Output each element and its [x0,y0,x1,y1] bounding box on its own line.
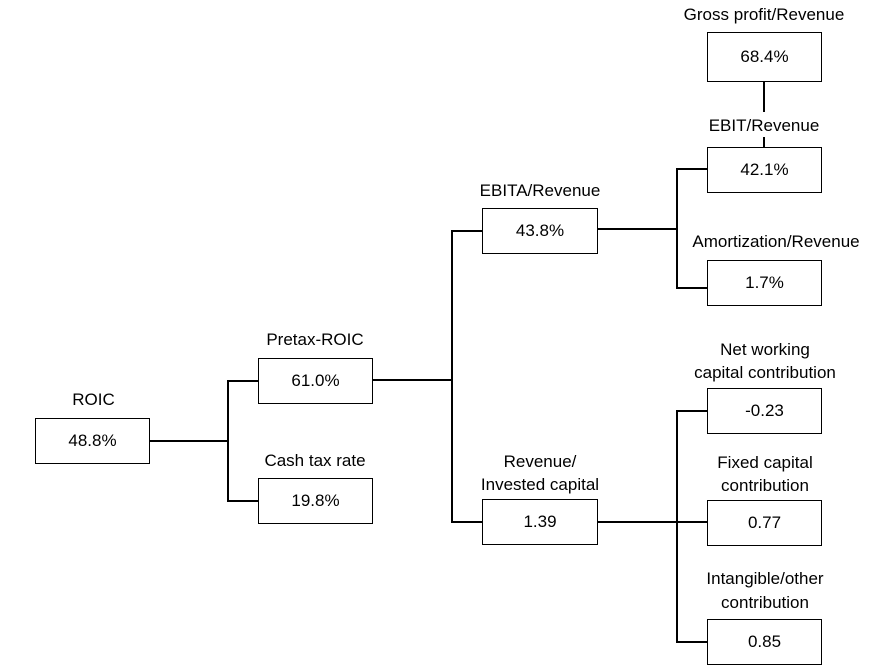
ebita-revenue-label: EBITA/Revenue [479,181,601,200]
ebit-revenue-label: EBIT/Revenue [708,116,820,135]
cash-tax-rate-box: 19.8% [258,478,373,524]
revenue-invested-capital-label-line2: Invested capital [480,475,600,494]
revenue-invested-capital-label-line1: Revenue/ [503,452,577,471]
revenue-invested-capital-box: 1.39 [482,499,598,545]
fixed-capital-value: 0.77 [747,513,782,532]
roic-label: ROIC [72,390,115,409]
connector-pretax-branch [451,230,482,523]
gross-profit-revenue-label: Gross profit/Revenue [683,5,845,24]
amortization-revenue-box: 1.7% [707,260,822,306]
cash-tax-rate-value: 19.8% [291,491,340,510]
connector-ebita-branch [676,168,707,289]
gross-profit-revenue-value: 68.4% [740,47,789,66]
ebit-revenue-box: 42.1% [707,147,822,193]
roic-box: 48.8% [35,418,150,464]
revenue-invested-capital-value: 1.39 [523,512,557,531]
ebita-revenue-value: 43.8% [515,221,565,240]
net-working-capital-box: -0.23 [707,388,822,434]
amortization-revenue-value: 1.7% [745,273,784,292]
net-working-capital-label-line1: Net working [720,340,810,359]
ebit-revenue-value: 42.1% [740,160,789,179]
fixed-capital-label-line2: contribution [721,476,809,495]
roic-value: 48.8% [68,431,117,450]
intangible-other-value: 0.85 [747,632,782,651]
pretax-roic-label: Pretax-ROIC [266,330,364,349]
ebita-revenue-box: 43.8% [482,208,598,254]
connector-revenue-ic-branch [676,410,707,643]
net-working-capital-value: -0.23 [745,401,784,420]
pretax-roic-box: 61.0% [258,358,373,404]
connector-roic-branch [227,380,258,502]
gross-profit-revenue-box: 68.4% [707,32,822,82]
amortization-revenue-label: Amortization/Revenue [692,232,860,251]
cash-tax-rate-label: Cash tax rate [264,451,366,470]
intangible-other-label-line2: contribution [721,593,809,612]
pretax-roic-value: 61.0% [291,371,340,390]
intangible-other-label-line1: Intangible/other [706,569,824,588]
fixed-capital-label-line1: Fixed capital [717,453,813,472]
intangible-other-box: 0.85 [707,619,822,665]
fixed-capital-box: 0.77 [707,500,822,546]
net-working-capital-label-line2: capital contribution [694,363,836,382]
